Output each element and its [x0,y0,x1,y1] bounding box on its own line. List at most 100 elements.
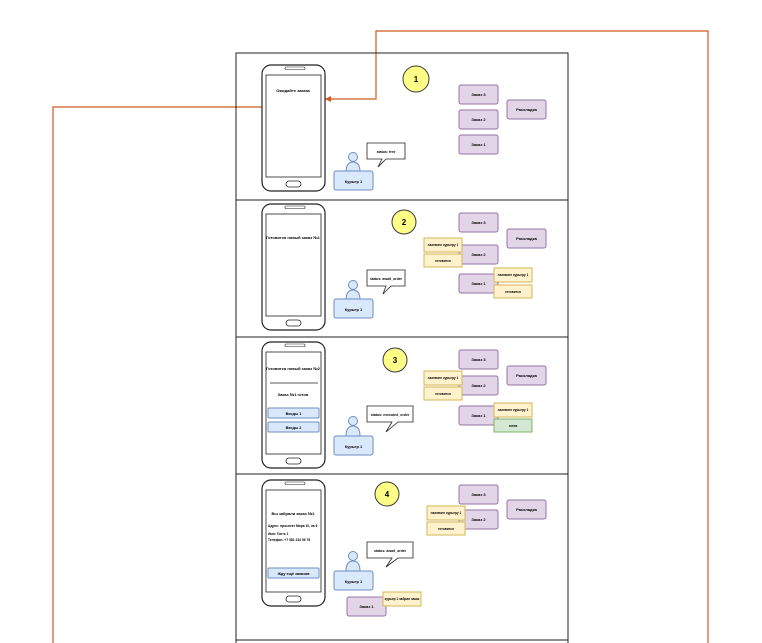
courier-status: status: free [377,150,396,154]
step-badge [374,481,400,507]
phone-line: Готовится новый заказ №2 [266,366,321,371]
order-label: Заказ 2 [471,517,486,522]
step-badge [382,347,408,373]
panel-3: Готовится новый заказ №2 Заказ №1 готов … [261,341,547,469]
step-number: 4 [385,490,390,499]
order-box [458,109,499,130]
order-label: Заказ 1 [359,604,374,609]
step-badge [391,209,417,235]
phone-line: Вы забрали заказ №1 [271,511,315,516]
order-label: Заказ 1 [471,413,486,418]
courier-box [333,435,374,456]
note-box [423,386,463,401]
phone-line: Телефон: +7 981 234 56 78 [268,538,310,542]
phone-line: Адрес: проспект Мира 10, кв 6 [268,524,318,528]
note-box [423,370,463,386]
phone-line: Готовится новый заказ №1 [266,235,321,240]
note-label: готовится [435,259,451,263]
callout-icon [366,269,406,295]
phone-button-label: Входы 2 [286,426,302,430]
courier-box [333,298,374,319]
dispatch-label: Раскладка [516,373,537,378]
dispatch-box [506,499,547,520]
order-label: Заказ 3 [471,492,486,497]
note-box [423,237,463,253]
order-box [458,134,499,155]
order-label: Заказ 1 [471,281,486,286]
note-label: готовится [435,392,451,396]
note-label: назначен курьеру 1 [498,273,529,277]
dispatch-label: Раскладка [516,507,537,512]
phone-line: Ожидайте заказа [276,88,310,93]
order-label: Заказ 2 [471,252,486,257]
person-icon [345,280,361,301]
order-label: Заказ 2 [471,117,486,122]
courier-label: Курьер 1 [345,579,363,584]
note-box [382,591,422,607]
note-box [493,402,533,418]
note-box [423,253,463,268]
note-label: назначен курьеру 1 [431,511,462,515]
panel-1: Ожидайте заказа Курьер 1 status: free 1 … [261,64,547,192]
order-box [458,349,499,370]
panel-4: Вы забрали заказ №1 Адрес: проспект Мира… [261,479,547,617]
person-icon [345,152,361,173]
person-icon [345,416,361,437]
order-label: Заказ 2 [471,383,486,388]
order-box [458,484,499,505]
step-badge [402,65,430,93]
courier-box [333,570,374,591]
connector-line [52,30,709,643]
callout-icon [366,541,414,568]
courier-status: status: await_order [370,277,403,281]
note-box [426,505,466,521]
smartphone-icon [261,341,326,469]
ready-label: готов [509,424,518,428]
order-label: Заказ 3 [471,92,486,97]
order-box [458,84,499,105]
courier-status: status: executed_order [371,413,410,417]
courier-label: Курьер 1 [345,444,363,449]
courier-status: status: await_order [374,549,407,553]
panel-2: Готовится новый заказ №1 Курьер 1 status… [261,203,547,331]
phone-line: Имя: Гость 1 [268,532,289,536]
ready-box [493,418,533,433]
note-label: курьер 1 забрал заказ [385,597,420,601]
phone-line: Заказ №1 готов [278,392,309,397]
dispatch-box [506,365,547,386]
order-box [458,212,499,233]
note-label: готовится [505,290,521,294]
order-label: Заказ 3 [471,357,486,362]
step-number: 3 [393,356,398,365]
dispatch-box [506,228,547,249]
phone-button-label: Жду ещё заказов [277,572,311,576]
note-label: назначен курьеру 1 [498,408,529,412]
person-icon [345,551,361,572]
order-label: Заказ 3 [471,220,486,225]
note-label: назначен курьеру 1 [428,376,459,380]
dispatch-box [506,99,547,120]
order-label: Заказ 1 [471,142,486,147]
phone-button[interactable] [267,421,320,433]
note-box [493,267,533,283]
panels-frame [235,52,569,643]
dispatch-label: Раскладка [516,107,537,112]
callout-icon [366,405,414,433]
phone-button[interactable] [267,567,320,579]
phone-button[interactable] [267,407,320,419]
courier-label: Курьер 1 [345,179,363,184]
smartphone-icon [261,203,326,331]
connector-arrowhead [325,96,331,102]
dispatch-label: Раскладка [516,236,537,241]
order-box [458,273,499,294]
note-box [493,284,533,299]
courier-label: Курьер 1 [345,307,363,312]
courier-box [333,170,374,191]
step-number: 1 [414,75,419,84]
smartphone-icon [261,64,326,192]
step-number: 2 [402,218,407,227]
note-box [426,521,466,536]
phone-button-label: Входы 1 [286,412,302,416]
note-label: готовится [438,527,454,531]
